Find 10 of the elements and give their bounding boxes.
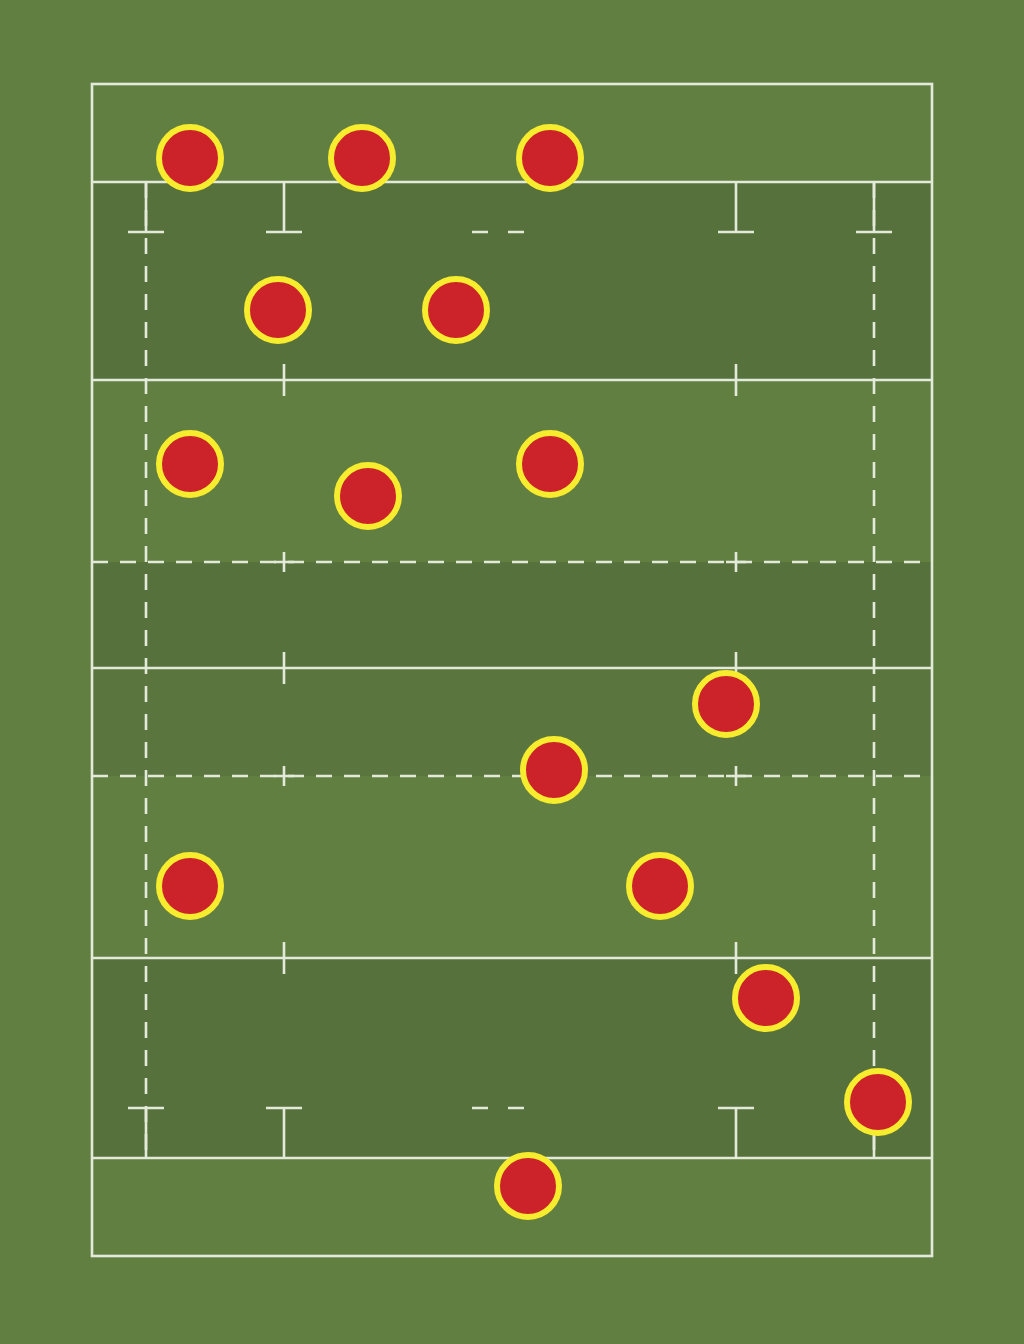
player-marker xyxy=(516,430,584,498)
player-marker xyxy=(494,1152,562,1220)
player-marker xyxy=(626,852,694,920)
player-marker xyxy=(516,124,584,192)
player-marker xyxy=(156,430,224,498)
player-marker xyxy=(156,852,224,920)
player-marker xyxy=(334,462,402,530)
player-marker xyxy=(156,124,224,192)
player-marker xyxy=(520,736,588,804)
player-marker xyxy=(328,124,396,192)
